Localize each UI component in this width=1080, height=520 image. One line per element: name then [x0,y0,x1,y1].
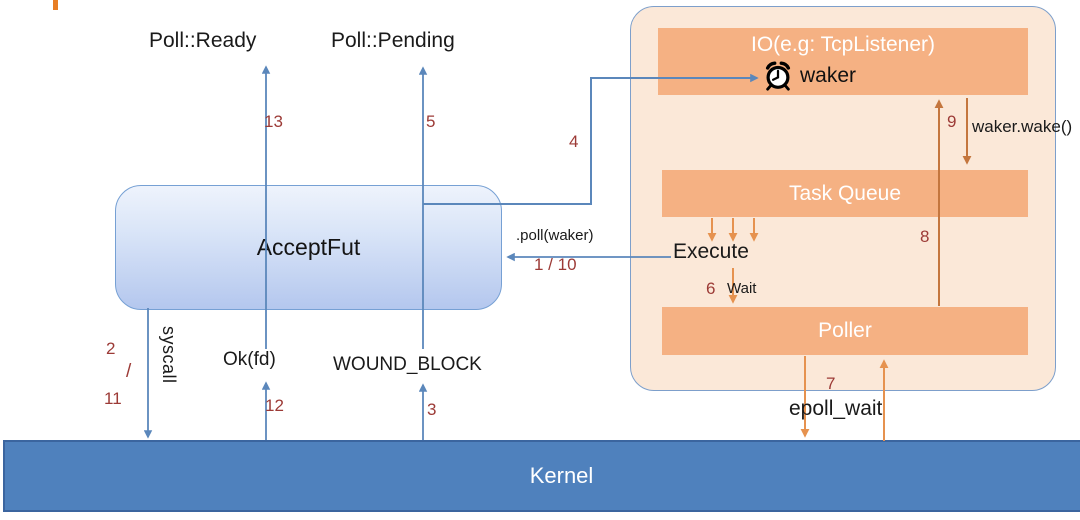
edge-number-1-10: 1 / 10 [534,255,577,274]
ok-fd-label: Ok(fd) [223,349,276,370]
edge-number-5: 5 [426,112,436,131]
waker-label: waker [800,64,857,87]
poller-title: Poller [818,319,872,342]
wait-label: Wait [727,280,757,297]
poller-box: Poller [662,307,1028,355]
poll-pending-label: Poll::Pending [331,29,455,52]
edge-number-9: 9 [947,112,957,131]
edge-number-4: 4 [569,132,579,151]
syscall-label: syscall [158,326,179,384]
slide-accent-tick [53,0,58,10]
kernel-label: Kernel [529,463,594,488]
edge-number-8: 8 [920,227,930,246]
execute-label: Execute [673,240,749,263]
edge-number-11: 11 [104,389,122,408]
waker-wake-label: waker.wake() [972,117,1073,136]
epoll-wait-label: epoll_wait [789,397,883,420]
task-queue-box: Task Queue [662,170,1028,217]
edge-number-3: 3 [427,400,437,419]
task-queue-title: Task Queue [788,181,902,205]
waker-row: waker [762,60,856,92]
poll-call-label: .poll(waker) [516,227,594,244]
alarm-clock-icon [765,61,791,91]
edge-number-13: 13 [264,112,283,131]
poll-ready-label: Poll::Ready [149,29,257,52]
edge-number-7: 7 [826,374,836,393]
accept-fut-box: AcceptFut [115,185,502,310]
edge-number-slash: / [126,361,132,382]
edge-number-6: 6 [706,279,716,298]
io-box-title: IO(e.g: TcpListener) [750,33,936,56]
accept-fut-label: AcceptFut [256,234,361,260]
edge-number-12: 12 [265,396,284,415]
edge-number-2: 2 [106,339,116,358]
kernel-bar: Kernel [3,440,1080,512]
wound-block-label: WOUND_BLOCK [333,354,482,375]
